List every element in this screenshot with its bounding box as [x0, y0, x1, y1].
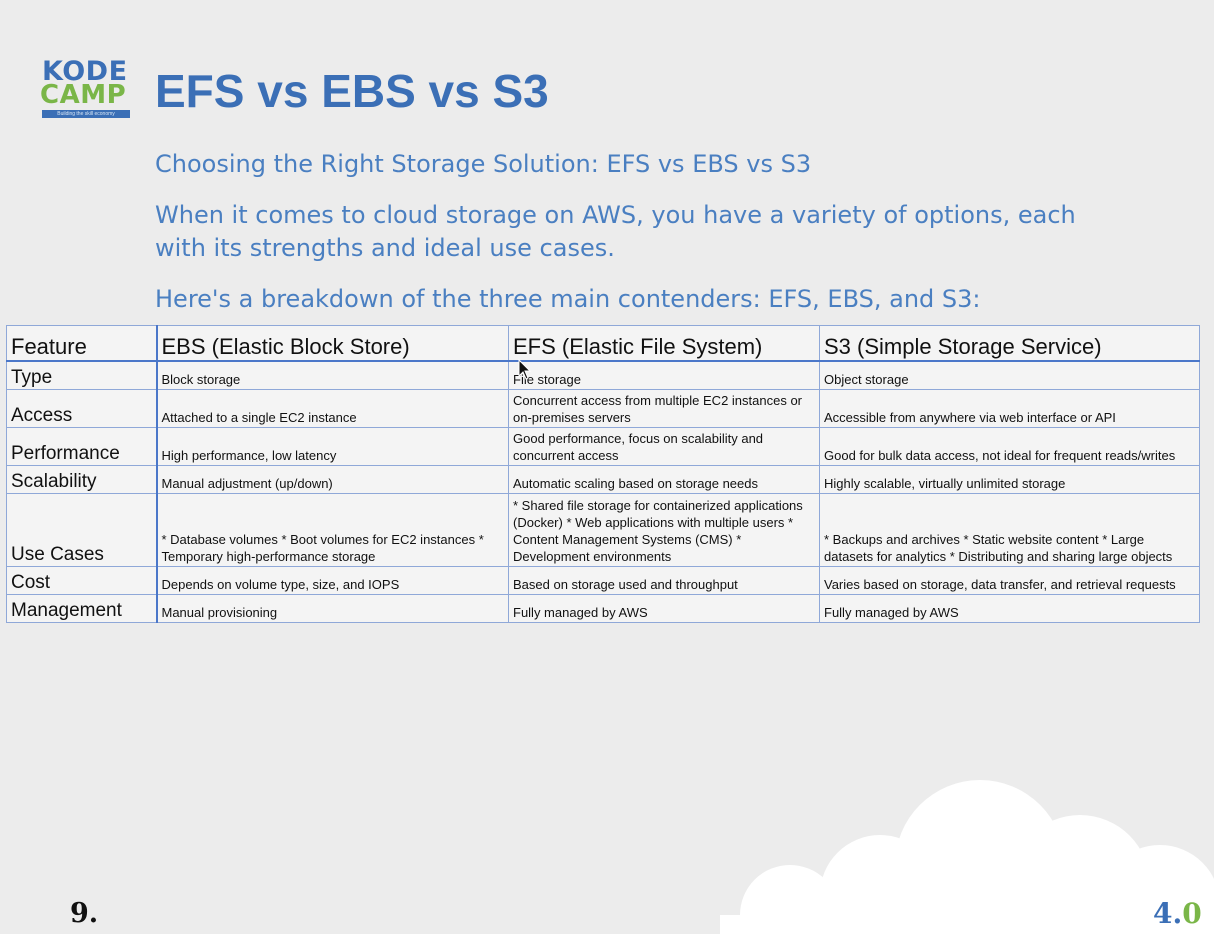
breakdown-text: Here's a breakdown of the three main con… — [155, 285, 981, 313]
table-row: Access Attached to a single EC2 instance… — [6, 388, 1200, 428]
feature-cell[interactable]: Access — [6, 388, 158, 428]
feature-cell[interactable]: Performance — [6, 426, 158, 466]
table-cell[interactable]: Automatic scaling based on storage needs — [508, 464, 820, 494]
header-cell[interactable]: EFS (Elastic File System) — [508, 325, 820, 362]
table-row: Performance High performance, low latenc… — [6, 426, 1200, 466]
feature-cell[interactable]: Cost — [6, 565, 158, 595]
table-row: Type Block storage File storage Object s… — [6, 360, 1200, 390]
logo-line2: CAMP — [40, 80, 127, 110]
table-cell[interactable]: * Database volumes * Boot volumes for EC… — [156, 492, 509, 567]
table-row: Management Manual provisioning Fully man… — [6, 593, 1200, 623]
table-cell[interactable]: Manual adjustment (up/down) — [156, 464, 509, 494]
slide-title: EFS vs EBS vs S3 — [155, 65, 549, 117]
feature-cell[interactable]: Type — [6, 360, 158, 390]
feature-cell[interactable]: Management — [6, 593, 158, 623]
table-cell[interactable]: Good for bulk data access, not ideal for… — [819, 426, 1200, 466]
version-badge: 4.0 — [1153, 897, 1202, 930]
kodecamp-logo: KODE CAMP Building the skill economy — [40, 56, 132, 120]
slide-subtitle: Choosing the Right Storage Solution: EFS… — [155, 150, 812, 178]
feature-cell[interactable]: Use Cases — [6, 492, 158, 567]
feature-cell[interactable]: Scalability — [6, 464, 158, 494]
table-cell[interactable]: * Backups and archives * Static website … — [819, 492, 1200, 567]
version-left: 4. — [1153, 897, 1183, 930]
logo-line1: KODE — [42, 56, 128, 87]
table-cell[interactable]: Based on storage used and throughput — [508, 565, 820, 595]
header-cell[interactable]: EBS (Elastic Block Store) — [156, 325, 509, 362]
table-header-row: Feature EBS (Elastic Block Store) EFS (E… — [6, 325, 1200, 362]
table-cell[interactable]: * Shared file storage for containerized … — [508, 492, 820, 567]
table-cell[interactable]: Fully managed by AWS — [508, 593, 820, 623]
table-cell[interactable]: Depends on volume type, size, and IOPS — [156, 565, 509, 595]
table-cell[interactable]: Object storage — [819, 360, 1200, 390]
table-row: Use Cases * Database volumes * Boot volu… — [6, 492, 1200, 567]
table-cell[interactable]: Manual provisioning — [156, 593, 509, 623]
table-cell[interactable]: Block storage — [156, 360, 509, 390]
header-cell[interactable]: S3 (Simple Storage Service) — [819, 325, 1200, 362]
table-cell[interactable]: Varies based on storage, data transfer, … — [819, 565, 1200, 595]
intro-text: When it comes to cloud storage on AWS, y… — [155, 201, 1076, 262]
mouse-cursor-icon — [518, 359, 532, 380]
page-number: 9. — [70, 898, 99, 929]
comparison-table: Feature EBS (Elastic Block Store) EFS (E… — [6, 325, 1200, 623]
table-row: Cost Depends on volume type, size, and I… — [6, 565, 1200, 595]
table-cell[interactable]: Good performance, focus on scalability a… — [508, 426, 820, 466]
header-cell[interactable]: Feature — [6, 325, 158, 362]
table-cell[interactable]: Accessible from anywhere via web interfa… — [819, 388, 1200, 428]
table-cell[interactable]: High performance, low latency — [156, 426, 509, 466]
table-cell[interactable]: Attached to a single EC2 instance — [156, 388, 509, 428]
table-cell[interactable]: Fully managed by AWS — [819, 593, 1200, 623]
table-cell[interactable]: Highly scalable, virtually unlimited sto… — [819, 464, 1200, 494]
table-row: Scalability Manual adjustment (up/down) … — [6, 464, 1200, 494]
logo-tagline: Building the skill economy — [42, 110, 130, 118]
version-right: 0 — [1182, 897, 1202, 930]
cloud-decoration — [720, 780, 1214, 934]
table-cell[interactable]: File storage — [508, 360, 820, 390]
table-cell[interactable]: Concurrent access from multiple EC2 inst… — [508, 388, 820, 428]
